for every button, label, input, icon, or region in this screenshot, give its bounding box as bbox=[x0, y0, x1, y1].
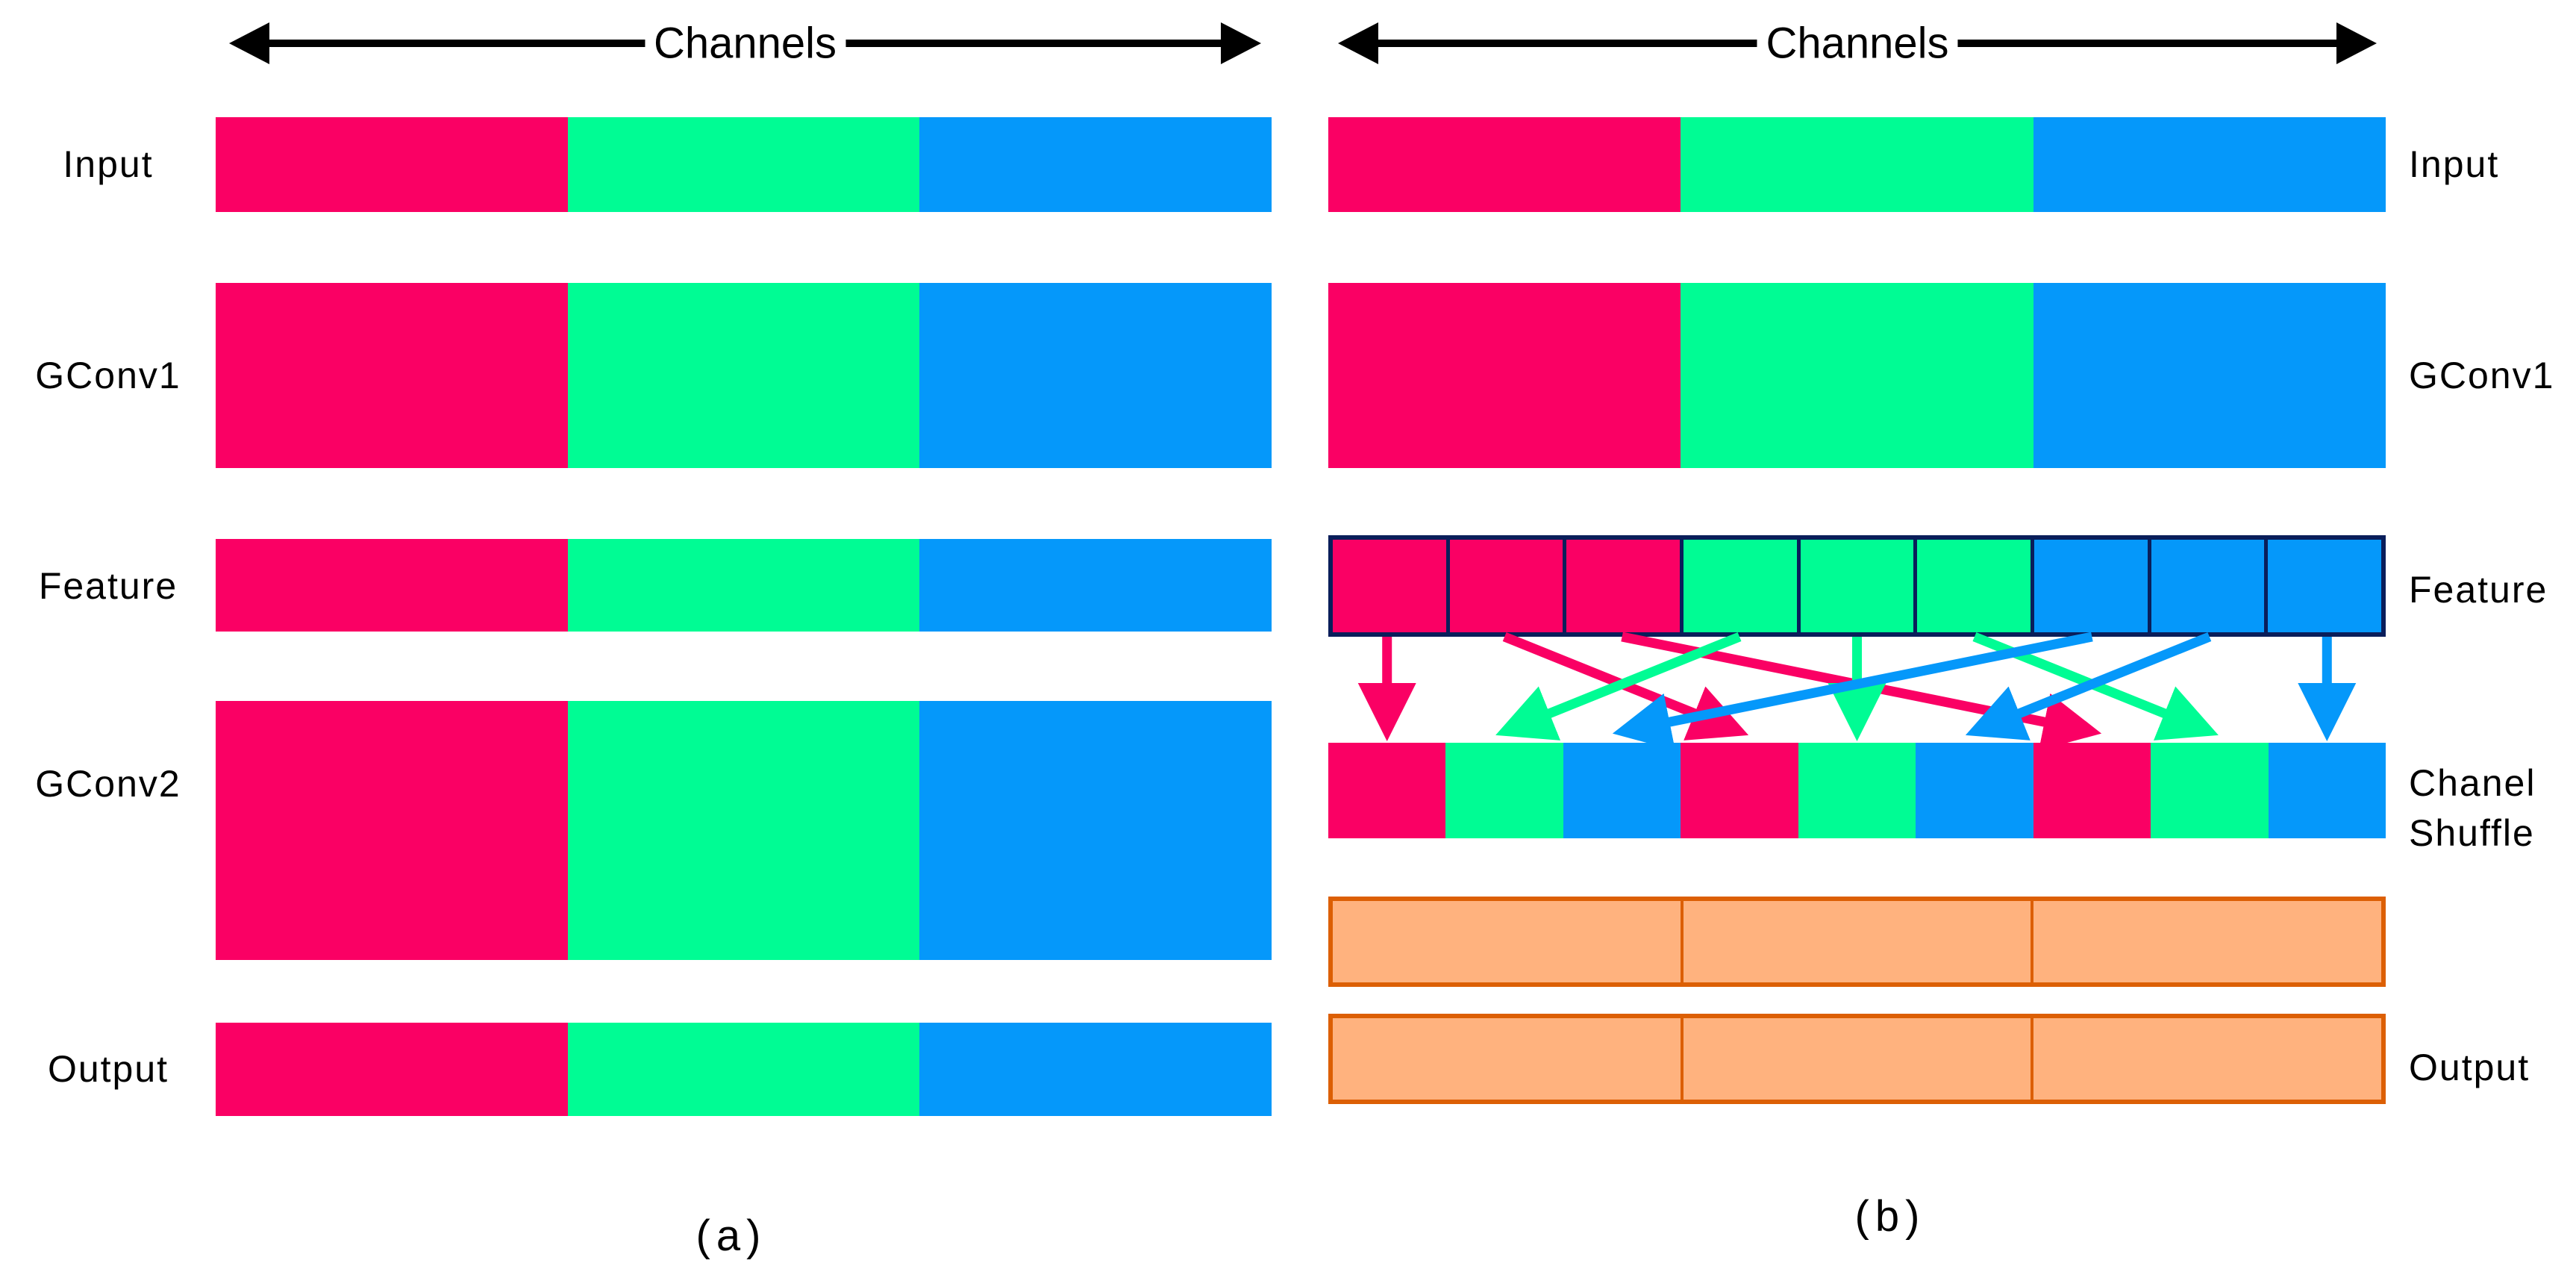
shuffle-arrow-blue bbox=[1965, 632, 2212, 741]
output-bar-a bbox=[216, 1023, 1272, 1116]
row-label-input-b: Input bbox=[2409, 143, 2500, 185]
row-label-gconv1-a: GConv1 bbox=[35, 355, 181, 396]
cell-pink bbox=[1328, 117, 1681, 212]
output-bar2-b bbox=[1328, 1014, 2386, 1104]
gconv2-bar-a bbox=[216, 701, 1272, 960]
input-bar-a bbox=[216, 117, 1272, 212]
row-label-gconv1-b: GConv1 bbox=[2409, 355, 2555, 396]
input-bar-b bbox=[1328, 117, 2386, 212]
feature-bar-a bbox=[216, 539, 1272, 632]
cell-blue bbox=[1563, 743, 1681, 838]
cell-pink bbox=[1328, 743, 1446, 838]
row-label-output-a: Output bbox=[47, 1048, 169, 1090]
cell-blue bbox=[919, 117, 1272, 212]
cell-green bbox=[567, 1023, 920, 1116]
cell-pink bbox=[1328, 283, 1681, 468]
cell-pink bbox=[216, 283, 568, 468]
channels-axis-b: Channels bbox=[1338, 18, 2377, 69]
cell-pink bbox=[216, 117, 568, 212]
cell-green bbox=[1913, 540, 2031, 632]
channels-axis-a: Channels bbox=[229, 18, 1261, 69]
shuffle-arrow-blue bbox=[1612, 632, 2093, 751]
cell-orange bbox=[2031, 1018, 2382, 1100]
arrow-right-head-icon bbox=[2336, 22, 2377, 64]
cell-blue bbox=[2147, 540, 2265, 632]
cell-green bbox=[1681, 283, 2033, 468]
cell-pink bbox=[216, 701, 568, 960]
cell-blue bbox=[919, 1023, 1272, 1116]
cell-blue bbox=[2264, 540, 2382, 632]
channels-axis-label-a: Channels bbox=[644, 18, 846, 69]
cell-orange bbox=[1333, 1018, 1681, 1100]
cell-orange bbox=[1680, 901, 2031, 982]
cell-pink bbox=[1681, 743, 1798, 838]
cell-orange bbox=[1333, 901, 1681, 982]
cell-pink bbox=[1445, 540, 1563, 632]
cell-green bbox=[567, 117, 920, 212]
cell-green bbox=[1680, 540, 1797, 632]
row-label-output-b: Output bbox=[2409, 1047, 2530, 1088]
cell-blue bbox=[1916, 743, 2033, 838]
cell-green bbox=[2151, 743, 2269, 838]
shuffle-arrow-pink bbox=[1502, 632, 1749, 741]
cell-orange bbox=[1680, 1018, 2031, 1100]
cell-pink bbox=[1333, 540, 1446, 632]
channels-axis-label-b: Channels bbox=[1757, 18, 1958, 69]
output-bar1-b bbox=[1328, 897, 2386, 987]
channel-shuffle-bar-b bbox=[1328, 743, 2386, 838]
caption-a: (a) bbox=[695, 1212, 767, 1260]
cell-pink bbox=[216, 1023, 568, 1116]
cell-green bbox=[567, 539, 920, 632]
cell-blue bbox=[919, 539, 1272, 632]
cell-blue bbox=[2268, 743, 2386, 838]
cell-green bbox=[1681, 117, 2033, 212]
cell-orange bbox=[2031, 901, 2382, 982]
cell-green bbox=[1445, 743, 1563, 838]
shuffle-arrow-green bbox=[1972, 632, 2219, 741]
row-label-channel-shuffle-b: Chanel Shuffle bbox=[2409, 758, 2576, 858]
row-label-feature-a: Feature bbox=[38, 565, 178, 607]
cell-green bbox=[567, 283, 920, 468]
cell-green bbox=[1796, 540, 1914, 632]
gconv1-bar-b bbox=[1328, 283, 2386, 468]
caption-b: (b) bbox=[1854, 1192, 1926, 1241]
feature-cells-bar-b bbox=[1328, 535, 2386, 637]
cell-blue bbox=[2033, 117, 2386, 212]
row-label-gconv2-a: GConv2 bbox=[35, 763, 181, 805]
row-label-feature-b: Feature bbox=[2409, 569, 2548, 611]
shuffle-arrow-pink bbox=[1621, 632, 2102, 751]
cell-pink bbox=[2033, 743, 2151, 838]
cell-pink bbox=[216, 539, 568, 632]
shuffle-arrow-green bbox=[1495, 632, 1742, 741]
cell-green bbox=[1798, 743, 1916, 838]
cell-blue bbox=[2031, 540, 2148, 632]
cell-blue bbox=[919, 283, 1272, 468]
cell-blue bbox=[2033, 283, 2386, 468]
arrow-left-head-icon bbox=[229, 22, 269, 64]
gconv1-bar-a bbox=[216, 283, 1272, 468]
arrow-right-head-icon bbox=[1221, 22, 1261, 64]
cell-green bbox=[567, 701, 920, 960]
channel-shuffle-label-line1: Chanel bbox=[2409, 762, 2536, 804]
channel-shuffle-label-line2: Shuffle bbox=[2409, 812, 2535, 854]
arrow-left-head-icon bbox=[1338, 22, 1378, 64]
cell-pink bbox=[1563, 540, 1681, 632]
cell-blue bbox=[919, 701, 1272, 960]
row-label-input-a: Input bbox=[63, 143, 154, 185]
